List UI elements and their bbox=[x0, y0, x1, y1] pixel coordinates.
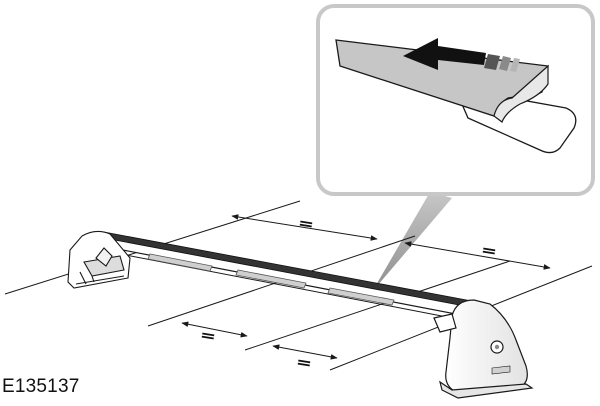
left-foot-detail bbox=[75, 275, 125, 285]
dimension-arrow bbox=[181, 321, 248, 338]
peel-curl bbox=[493, 64, 549, 123]
roof-rack-bar bbox=[101, 231, 473, 319]
brand-logo bbox=[491, 365, 511, 375]
callout-pointer bbox=[372, 192, 452, 292]
equal-sign-icon bbox=[201, 332, 215, 340]
dimension-arrow bbox=[231, 214, 378, 241]
dimension-arrow bbox=[404, 241, 551, 270]
right-foot-body bbox=[445, 299, 528, 393]
arrow-trail-stripe bbox=[484, 54, 500, 70]
dimension-arrow bbox=[272, 344, 338, 360]
left-foot-bracket bbox=[95, 247, 113, 267]
lock-keyhole bbox=[494, 344, 500, 350]
right-foot bbox=[433, 299, 534, 399]
right-foot-clip bbox=[433, 313, 457, 333]
detail-inset bbox=[316, 4, 595, 196]
arrow-trail-stripe bbox=[510, 58, 520, 72]
right-foot-base bbox=[439, 380, 534, 399]
bar-pad bbox=[327, 287, 395, 306]
bar-pad bbox=[147, 253, 213, 272]
left-foot-detail bbox=[79, 271, 87, 285]
equal-sign-icon bbox=[299, 220, 313, 228]
left-foot bbox=[67, 230, 131, 289]
guide-line bbox=[244, 260, 511, 351]
dimension-arrows bbox=[181, 214, 551, 360]
arrow-left-icon bbox=[403, 38, 486, 70]
figure-id-label: E135137 bbox=[2, 376, 80, 397]
equal-marks bbox=[201, 220, 496, 367]
arrow-trail-stripe bbox=[499, 56, 511, 71]
equal-sign-icon bbox=[482, 247, 496, 255]
equal-sign-icon bbox=[297, 359, 311, 367]
bar-top-channel bbox=[103, 231, 473, 308]
left-foot-detail bbox=[91, 275, 95, 283]
bar-pad bbox=[235, 269, 307, 289]
